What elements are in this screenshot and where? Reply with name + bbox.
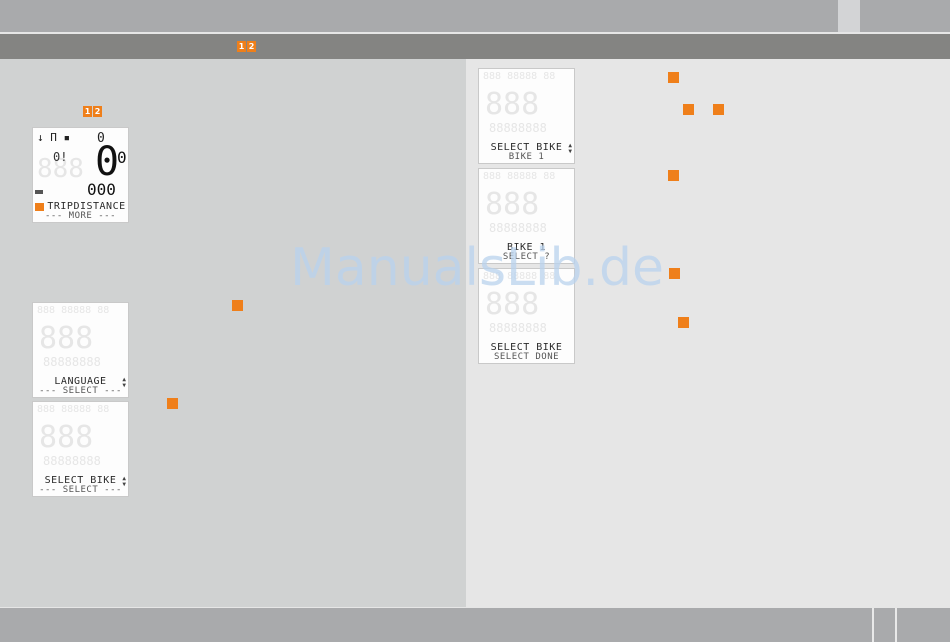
lcd-line2: --- SELECT --- xyxy=(39,386,122,396)
lcd-ghost-row: 88888888 xyxy=(489,321,547,335)
footer-divider xyxy=(895,608,897,642)
lcd-top-digit: 0 xyxy=(97,131,105,146)
lcd-ghost-digits: 888 xyxy=(485,287,540,322)
lcd-ghost-row: 888 88888 88 xyxy=(37,404,110,415)
footer-divider xyxy=(872,608,874,642)
lcd-ghost-row: 88888888 xyxy=(489,121,547,135)
trip-indicator-icon xyxy=(35,203,44,211)
lcd-ghost-digits: 888 xyxy=(39,321,94,356)
left-step-digit: 1 xyxy=(83,106,92,117)
watermark: ManualsLib.de xyxy=(290,238,665,298)
lcd-line1: BIKE 1 xyxy=(506,242,547,253)
lcd-line2: SELECT DONE xyxy=(493,352,560,362)
lcd-ghost-row: 88888888 xyxy=(43,355,101,369)
section-header-bar: 1 2 xyxy=(0,34,950,59)
lcd-ghost-digits: 888 xyxy=(485,187,540,222)
lcd-screen-bike-1: 888 88888 88 888 88888888 SELECT BIKE BI… xyxy=(478,68,575,164)
lcd-line1: TRIPDISTANCE xyxy=(47,201,126,212)
up-down-arrows-icon: ▲▼ xyxy=(568,142,572,155)
step-marker xyxy=(167,398,178,409)
lcd-line1: SELECT BIKE xyxy=(44,475,117,486)
lcd-line2: --- MORE --- xyxy=(44,211,117,221)
lcd-ghost-row: 88888888 xyxy=(489,221,547,235)
left-step-badge: 1 2 xyxy=(83,106,102,117)
battery-icon xyxy=(35,190,43,194)
lcd-ghost-digits: 888 xyxy=(37,154,84,184)
lcd-line1: LANGUAGE xyxy=(54,376,107,387)
top-bar xyxy=(0,0,950,32)
lcd-ghost-row: 88888888 xyxy=(43,454,101,468)
header-step-digit: 2 xyxy=(247,41,256,52)
lcd-ghost-digits: 888 xyxy=(39,420,94,455)
lcd-line2: --- SELECT --- xyxy=(39,485,122,495)
step-marker xyxy=(232,300,243,311)
lcd-ghost-row: 888 88888 88 xyxy=(483,271,556,282)
lcd-line1: SELECT BIKE xyxy=(490,342,563,353)
lcd-line2: BIKE 1 xyxy=(508,152,545,162)
step-marker xyxy=(668,72,679,83)
up-down-arrows-icon: ▲▼ xyxy=(122,376,126,389)
lcd-screen-language: 888 88888 88 888 88888888 LANGUAGE --- S… xyxy=(32,302,129,398)
lcd-line2: SELECT ? xyxy=(502,252,551,262)
step-marker xyxy=(678,317,689,328)
step-marker xyxy=(683,104,694,115)
header-step-digit: 1 xyxy=(237,41,246,52)
footer-bar xyxy=(0,608,950,642)
lcd-screen-bike-select: 888 88888 88 888 88888888 BIKE 1 SELECT … xyxy=(478,168,575,264)
lcd-ghost-digits: 888 xyxy=(485,87,540,122)
lcd-screen-select-bike: 888 88888 88 888 88888888 SELECT BIKE --… xyxy=(32,401,129,497)
up-down-arrows-icon: ▲▼ xyxy=(122,475,126,488)
lcd-big-value: 0 xyxy=(95,139,120,185)
lcd-screen-select-done: 888 88888 88 888 88888888 SELECT BIKE SE… xyxy=(478,268,575,364)
left-step-digit: 2 xyxy=(93,106,102,117)
lcd-screen-tripdistance: 888 ↓ Π ▪ 0 0! 0 0 000 TRIPDISTANCE --- … xyxy=(32,127,129,223)
lcd-line1: SELECT BIKE xyxy=(490,142,563,153)
lcd-sub-value: 000 xyxy=(87,180,116,199)
top-bar-tab xyxy=(838,0,860,32)
bike-icon: ↓ Π ▪ xyxy=(37,131,71,144)
header-step-badge: 1 2 xyxy=(237,41,256,52)
step-marker xyxy=(668,170,679,181)
lcd-ghost-row: 888 88888 88 xyxy=(483,171,556,182)
step-marker xyxy=(713,104,724,115)
step-marker xyxy=(669,268,680,279)
lcd-ghost-row: 888 88888 88 xyxy=(37,305,110,316)
lcd-big-value-exp: 0 xyxy=(117,148,127,167)
lcd-ghost-row: 888 88888 88 xyxy=(483,71,556,82)
lcd-small-digit: 0! xyxy=(53,150,68,164)
